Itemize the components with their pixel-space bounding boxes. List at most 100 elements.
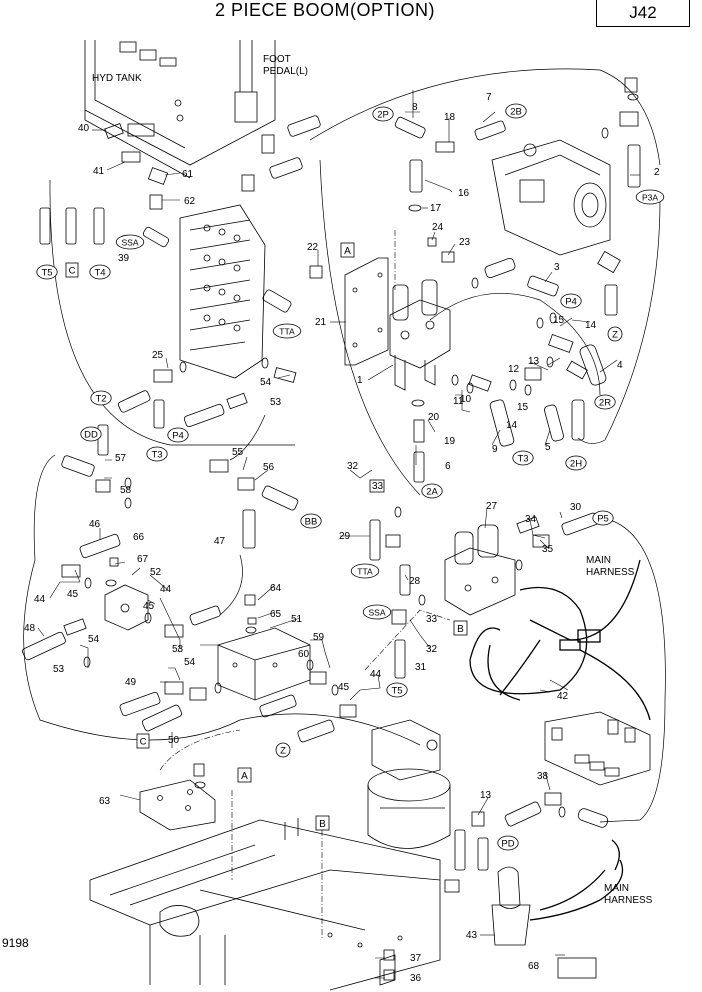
foot-pedal-label: PEDAL(L) — [263, 66, 308, 77]
part-number-22: 22 — [307, 242, 319, 253]
part-number-41: 41 — [93, 166, 105, 177]
part-number-53: 53 — [172, 644, 184, 655]
part-number-19: 19 — [444, 436, 456, 447]
main-harness-label: MAIN — [586, 555, 611, 566]
port-tag-p4: P4 — [172, 431, 184, 442]
harness-42 — [469, 559, 651, 721]
port-tag-z: Z — [612, 330, 618, 341]
port-tag-t4: T4 — [94, 268, 105, 279]
part-number-5: 5 — [545, 442, 551, 453]
port-tag-t3: T3 — [151, 450, 162, 461]
part-number-66: 66 — [133, 532, 145, 543]
part-number-34: 34 — [525, 514, 537, 525]
port-tag-outline — [350, 563, 380, 579]
part-number-9: 9 — [492, 444, 498, 455]
port-tag-2a: 2A — [426, 487, 438, 498]
part-number-48: 48 — [24, 623, 36, 634]
port-tag-outline — [635, 189, 665, 205]
port-tag-outline — [362, 604, 392, 620]
part-number-33: 33 — [372, 481, 384, 492]
part-number-10: 10 — [460, 394, 472, 405]
port-tag-outline — [560, 293, 582, 309]
port-tag-outline — [300, 513, 322, 529]
part-number-40: 40 — [78, 123, 90, 134]
part-number-11: 11 — [453, 396, 464, 407]
part-number-55: 55 — [232, 447, 244, 458]
part-number-28: 28 — [409, 576, 421, 587]
part-number-58: 58 — [120, 485, 132, 496]
port-tag-outline — [115, 234, 145, 250]
part-number-53: 53 — [53, 664, 65, 675]
part-number-13: 13 — [480, 790, 492, 801]
bracket-plate — [344, 257, 389, 366]
part-number-17: 17 — [430, 203, 442, 214]
port-tag-p3a: P3A — [642, 193, 658, 203]
part-number-51: 51 — [291, 614, 303, 625]
block-51 — [217, 627, 311, 701]
part-number-39: 39 — [118, 253, 130, 264]
fittings — [22, 77, 641, 981]
valve-block-38 — [544, 711, 651, 786]
swing-motor — [367, 719, 451, 849]
part-number-35: 35 — [542, 544, 554, 555]
section-box-b: B — [457, 624, 464, 635]
port-tag-t5: T5 — [391, 686, 402, 697]
part-number-14: 14 — [585, 320, 597, 331]
part-number-54: 54 — [260, 377, 272, 388]
section-box — [315, 815, 330, 831]
part-number-18: 18 — [444, 112, 456, 123]
part-number-14: 14 — [506, 420, 518, 431]
port-tag-outline — [594, 394, 616, 410]
part-number-6: 6 — [445, 461, 451, 472]
bracket-63 — [139, 779, 216, 831]
part-number-45: 45 — [67, 589, 79, 600]
port-tag-outline — [80, 426, 102, 442]
part-number-2: 2 — [654, 167, 660, 178]
port-tag-t2: T2 — [95, 394, 106, 405]
main-harness-label: MAIN — [604, 883, 629, 894]
part-number-54: 54 — [184, 657, 196, 668]
port-tag-2b: 2B — [510, 107, 522, 118]
port-tag-c: C — [69, 266, 76, 277]
part-number-37: 37 — [410, 953, 422, 964]
part-number-23: 23 — [459, 237, 471, 248]
port-tag-p4: P4 — [565, 297, 577, 308]
port-tag-2h: 2H — [570, 459, 582, 470]
port-tag-outline — [146, 446, 168, 462]
page-code-box: J42 — [596, 0, 690, 27]
section-box-a: A — [241, 771, 248, 782]
port-tag-outline — [90, 390, 112, 406]
part-number-32: 32 — [347, 461, 359, 472]
part-number-56: 56 — [263, 462, 275, 473]
o-rings — [83, 93, 639, 818]
part-number-64: 64 — [270, 583, 282, 594]
part-number-38: 38 — [537, 771, 549, 782]
page-title: 2 PIECE BOOM(OPTION) — [214, 0, 436, 20]
port-tag-p5: P5 — [597, 514, 609, 525]
port-tag-2r: 2R — [599, 398, 611, 409]
port-tag-outline — [505, 103, 527, 119]
port-tag-ssa: SSA — [121, 238, 138, 248]
part-number-44: 44 — [370, 669, 382, 680]
part-number-30: 30 — [570, 502, 582, 513]
part-number-7: 7 — [486, 92, 492, 103]
part-number-42: 42 — [557, 691, 569, 702]
port-tag-t5: T5 — [41, 268, 52, 279]
port-tag-bb: BB — [305, 517, 318, 528]
part-number-44: 44 — [160, 584, 172, 595]
side-number: 9198 — [2, 936, 29, 950]
part-number-32: 32 — [426, 644, 438, 655]
port-tag-outline — [592, 510, 614, 526]
part-number-33: 33 — [426, 614, 438, 625]
section-box — [340, 242, 355, 258]
port-tag-dd: DD — [84, 430, 98, 441]
part-number-20: 20 — [428, 412, 440, 423]
part-number-21: 21 — [315, 317, 327, 328]
part-number-46: 46 — [89, 519, 101, 530]
block-52 — [104, 584, 149, 631]
part-number-52: 52 — [150, 567, 162, 578]
part-number-13: 13 — [528, 356, 540, 367]
part-number-15: 15 — [553, 315, 565, 326]
part-number-45: 45 — [338, 682, 350, 693]
part-number-47: 47 — [214, 536, 226, 547]
